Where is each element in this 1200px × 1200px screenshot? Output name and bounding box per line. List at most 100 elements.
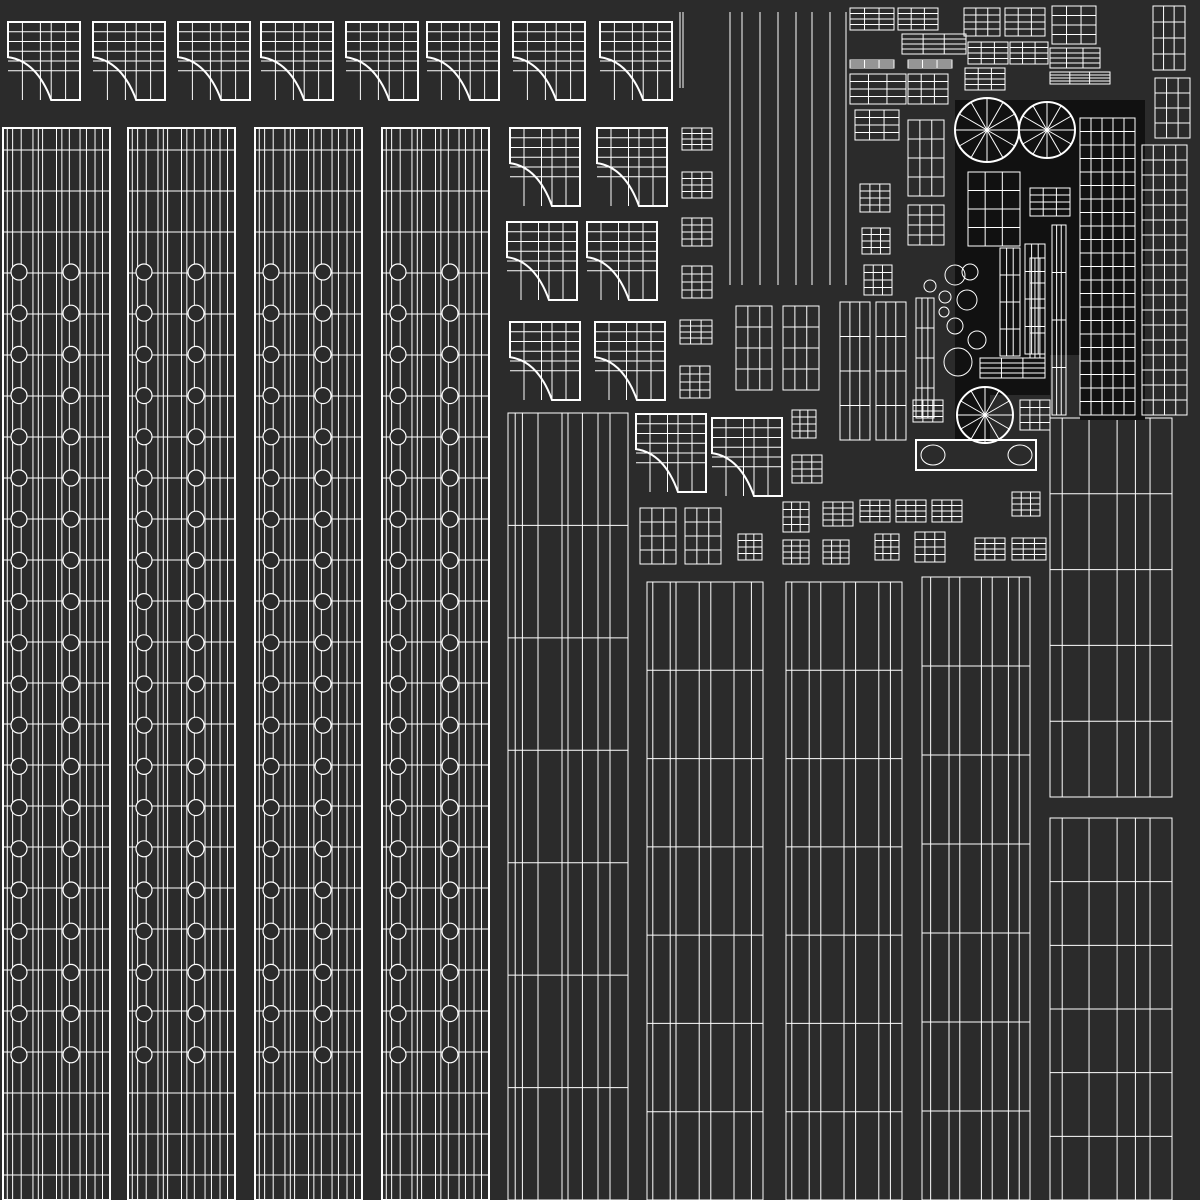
hole: [62, 922, 80, 940]
hole: [314, 840, 332, 858]
small-island-21: [1011, 491, 1041, 517]
hole: [62, 551, 80, 570]
hole: [262, 1046, 280, 1064]
shield-island-top-5: [345, 21, 419, 101]
hole: [262, 1004, 280, 1023]
small-island-33: [967, 171, 1021, 247]
hole: [187, 469, 205, 487]
hole: [314, 263, 332, 281]
uv-edge: [1032, 129, 1048, 155]
hole: [262, 428, 280, 446]
hole: [262, 304, 280, 322]
hole: [187, 263, 205, 281]
hole: [62, 840, 80, 858]
hole: [10, 757, 28, 776]
uv-edge: [984, 414, 1010, 430]
hole: [314, 345, 332, 363]
hole: [187, 634, 205, 652]
hole: [441, 387, 459, 405]
hole: [10, 1046, 28, 1064]
tall-strip-1: [2, 127, 111, 1200]
hole: [10, 304, 28, 322]
hole: [441, 304, 459, 322]
hole: [441, 345, 459, 363]
hole: [389, 510, 407, 528]
hole: [62, 387, 80, 405]
hex-cluster: [923, 263, 987, 377]
hole: [441, 428, 459, 446]
hole: [441, 1004, 459, 1023]
hole: [135, 551, 153, 570]
hole: [314, 551, 332, 570]
hole: [389, 551, 407, 570]
hole: [314, 634, 332, 652]
small-island-43: [901, 33, 967, 55]
tall-strip-3: [254, 127, 363, 1200]
small-island-30: [863, 264, 893, 296]
hole: [187, 922, 205, 940]
small-disc: [938, 290, 952, 304]
hole: [441, 757, 459, 776]
hole: [135, 881, 153, 899]
small-island-15: [737, 533, 763, 561]
hole: [10, 881, 28, 899]
hole: [187, 840, 205, 858]
small-island-9: [839, 301, 871, 441]
hole: [62, 963, 80, 982]
small-island-7: [735, 305, 773, 391]
hole: [135, 469, 153, 487]
uv-edge: [1022, 115, 1048, 131]
small-island-4: [681, 265, 713, 299]
shield-island-8: [711, 417, 783, 497]
small-island-25: [914, 531, 946, 563]
small-island-31: [907, 119, 945, 197]
hole: [135, 510, 153, 528]
hole: [187, 510, 205, 528]
tall-strip-2: [127, 127, 236, 1200]
uv-edge: [960, 414, 986, 430]
hole: [441, 592, 459, 611]
uv-edge: [970, 414, 986, 440]
shield-island-1: [509, 127, 581, 207]
uv-edge: [984, 414, 1000, 440]
ribbed-panel: [1079, 117, 1136, 416]
uv-edge: [986, 102, 1004, 131]
hole: [10, 798, 28, 817]
shield-island-6: [594, 321, 666, 401]
hole: [314, 304, 332, 322]
hole: [314, 1046, 332, 1064]
hole: [389, 263, 407, 281]
hole: [314, 387, 332, 405]
small-island-10: [875, 301, 907, 441]
hole: [62, 881, 80, 899]
small-island-32: [907, 204, 945, 246]
hole: [135, 922, 153, 940]
small-island-45: [849, 73, 907, 105]
shield-island-top-3: [177, 21, 251, 101]
shield-island-top-1: [7, 21, 81, 101]
hole: [62, 757, 80, 776]
hole: [262, 551, 280, 570]
hole: [441, 881, 459, 899]
hole: [262, 510, 280, 528]
small-island-48: [1004, 7, 1046, 37]
hole: [389, 1046, 407, 1064]
hole: [389, 881, 407, 899]
uv-edge: [1046, 129, 1072, 145]
hole: [10, 551, 28, 570]
small-island-24: [874, 533, 900, 561]
hole: [262, 592, 280, 611]
hole: [10, 840, 28, 858]
hole: [135, 387, 153, 405]
hole: [10, 510, 28, 528]
hole: [135, 963, 153, 982]
hole: [314, 922, 332, 940]
hole: [262, 634, 280, 652]
hole: [10, 345, 28, 363]
shield-island-3: [506, 221, 578, 301]
small-island-19: [895, 499, 927, 523]
hole: [187, 1004, 205, 1023]
small-island-55: [1152, 5, 1186, 71]
uv-edge: [1032, 105, 1048, 131]
